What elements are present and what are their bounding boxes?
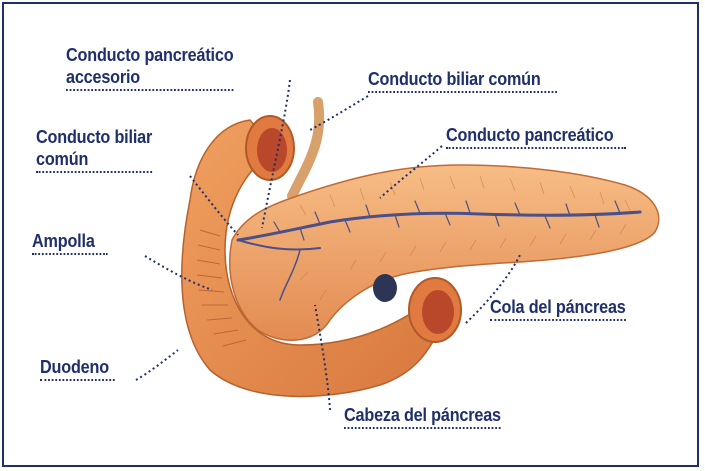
label-accessory-duct: Conducto pancreático accesorio: [66, 44, 233, 91]
label-common-bile-duct-left: Conducto biliar común: [36, 126, 152, 173]
label-common-bile-duct-right: Conducto biliar común: [368, 68, 557, 93]
label-common-bile-duct-left-line1: Conducto biliar: [36, 126, 152, 148]
label-tail: Cola del páncreas: [490, 296, 626, 321]
label-common-bile-duct-left-line2: común: [36, 148, 152, 173]
label-pancreatic-duct: Conducto pancreático: [446, 124, 626, 149]
leader-duodenum: [136, 350, 178, 380]
label-duodenum: Duodeno: [40, 356, 114, 381]
label-accessory-duct-line2: accesorio: [66, 66, 233, 91]
label-accessory-duct-line1: Conducto pancreático: [66, 44, 233, 66]
label-ampulla: Ampolla: [32, 230, 107, 255]
label-head: Cabeza del páncreas: [344, 404, 501, 429]
blood-vessel: [373, 274, 397, 302]
bile-duct-tube: [292, 102, 319, 196]
